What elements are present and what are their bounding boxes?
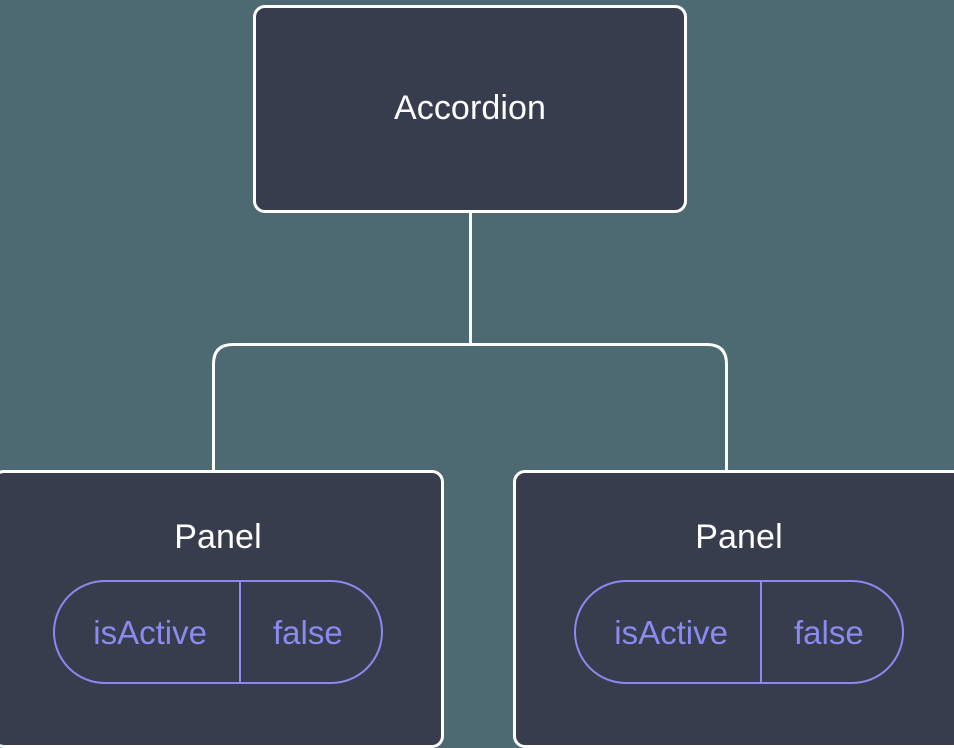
node-panel-left-label: Panel <box>174 518 262 556</box>
edge-accordion-to-panel-right <box>470 343 728 472</box>
prop-key-right: isActive <box>576 582 762 683</box>
prop-key-left: isActive <box>55 582 241 683</box>
node-panel-right-label: Panel <box>695 518 783 556</box>
prop-value-left: false <box>272 613 343 651</box>
node-accordion-label: Accordion <box>393 89 547 128</box>
node-panel-left[interactable]: Panel isActive false <box>0 470 444 748</box>
prop-badge-isactive-left[interactable]: isActive false <box>53 580 383 685</box>
prop-value-right: false <box>793 613 864 651</box>
edge-accordion-to-panel-left <box>212 343 471 472</box>
node-accordion[interactable]: Accordion <box>253 5 687 213</box>
prop-badge-isactive-right[interactable]: isActive false <box>574 580 904 685</box>
node-panel-right[interactable]: Panel isActive false <box>513 470 954 748</box>
